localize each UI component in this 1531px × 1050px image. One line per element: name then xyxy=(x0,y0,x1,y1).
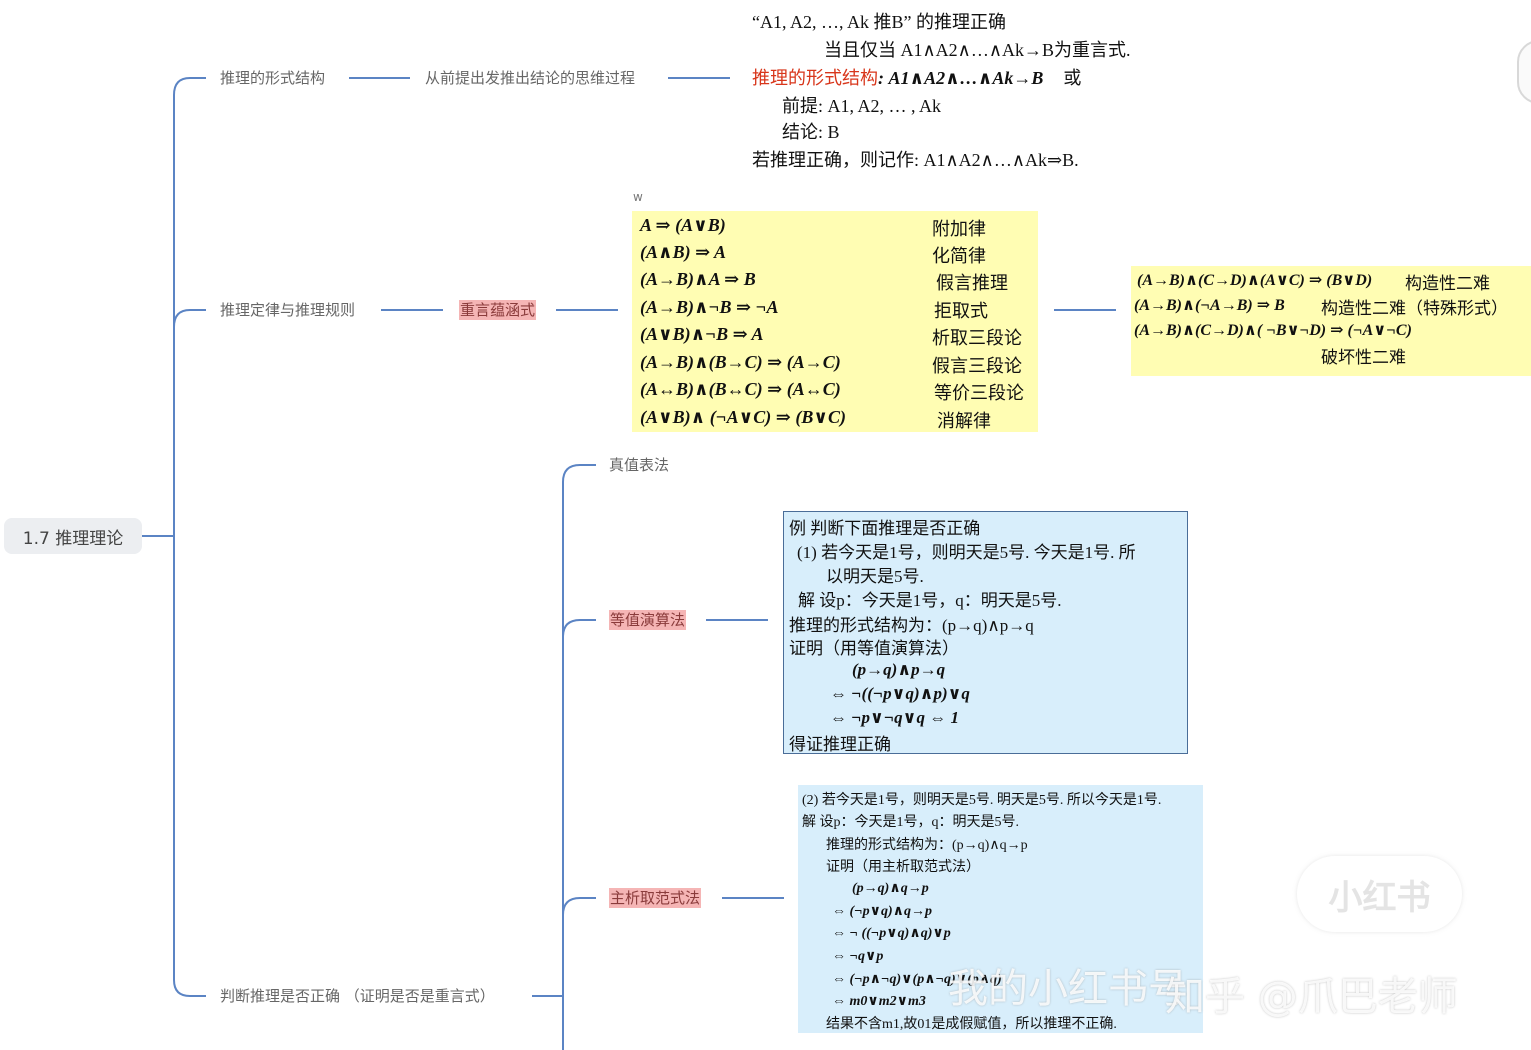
note-or: 或 xyxy=(1063,68,1082,88)
branch-judge-reasoning[interactable]: 判断推理是否正确 （证明是否是重言式） xyxy=(220,987,495,1005)
law-formula: (A∨B)∧¬B ⇒ A xyxy=(640,324,764,344)
example-line: 推理的形式结构为：(p→q)∧p→q xyxy=(789,616,1034,635)
law-formula: (A∨B)∧ (¬A∨C) ⇒ (B∨C) xyxy=(640,407,846,427)
note-line: 推理的形式结构: A1∧A2∧…∧Ak→B 或 xyxy=(752,64,1081,90)
example-line: ⇔ (¬p∨q)∧q→p xyxy=(832,904,933,919)
node-thinking-process[interactable]: 从前提出发推出结论的思维过程 xyxy=(425,69,636,87)
example-line: 证明（用等值演算法） xyxy=(789,639,959,658)
note-line: “A1, A2, …, Ak 推B” 的推理正确 xyxy=(752,12,1006,32)
law-name: 假言推理 xyxy=(936,273,1008,293)
law-name: 等价三段论 xyxy=(934,383,1024,403)
node-truth-table[interactable]: 真值表法 xyxy=(609,456,670,474)
example-line: 推理的形式结构为：(p→q)∧q→p xyxy=(826,838,1028,853)
example-line: 结果不含m1,故01是成假赋值，所以推理不正确. xyxy=(826,1017,1117,1032)
example-line: 例 判断下面推理是否正确 xyxy=(789,519,981,538)
law-name: 附加律 xyxy=(932,219,986,239)
dilemma-formula: (A→B)∧(¬A→B) ⇒ B xyxy=(1134,297,1285,314)
law-name: 拒取式 xyxy=(934,301,988,321)
example-line: ⇔ ¬p∨¬q∨q ⇔ 1 xyxy=(830,708,959,727)
watermark-text: 知乎 @爪巴老师 xyxy=(1165,974,1458,1020)
law-name: 消解律 xyxy=(937,411,991,431)
example-line: 解 设p：今天是1号，q：明天是5号. xyxy=(802,815,1019,830)
inference-laws-box: A ⇒ (A∨B) 附加律 (A∧B) ⇒ A 化简律 (A→B)∧A ⇒ B … xyxy=(632,211,1038,432)
note-red-term: 推理的形式结构 xyxy=(752,68,878,88)
node-principal-dnf[interactable]: 主析取范式法 xyxy=(609,888,702,908)
dilemma-name: 构造性二难 xyxy=(1405,274,1490,293)
dilemma-name: 构造性二难（特殊形式） xyxy=(1321,299,1508,318)
example-line: (2) 若今天是1号，则明天是5号. 明天是5号. 所以今天是1号. xyxy=(802,793,1162,808)
dilemma-formula: (A→B)∧(C→D)∧( ¬B∨¬D) ⇒ (¬A∨¬C) xyxy=(1134,322,1412,339)
law-name: 假言三段论 xyxy=(932,356,1022,376)
law-formula: (A→B)∧A ⇒ B xyxy=(640,269,756,289)
small-label: w xyxy=(633,190,643,204)
law-formula: (A→B)∧(B→C) ⇒ (A→C) xyxy=(640,352,841,372)
example-line: ⇔ ¬ ((¬p∨q)∧q)∨p xyxy=(832,926,951,941)
form-structure-note: “A1, A2, …, Ak 推B” 的推理正确 当且仅当 A1∧A2∧…∧Ak… xyxy=(752,6,1152,176)
dilemma-box: (A→B)∧(C→D)∧(A∨C) ⇒ (B∨D) 构造性二难 (A→B)∧(¬… xyxy=(1131,266,1531,376)
example-line: (p→q)∧p→q xyxy=(852,660,946,679)
dilemma-formula: (A→B)∧(C→D)∧(A∨C) ⇒ (B∨D) xyxy=(1137,272,1373,289)
example-line: (1) 若今天是1号，则明天是5号. 今天是1号. 所 xyxy=(797,543,1136,562)
example-line: ⇔ ¬((¬p∨q)∧p)∨q xyxy=(830,684,970,703)
law-formula: (A→B)∧¬B ⇒ ¬A xyxy=(640,297,779,317)
node-tautological-implication[interactable]: 重言蕴涵式 xyxy=(459,300,537,320)
law-formula: A ⇒ (A∨B) xyxy=(640,215,726,235)
note-formula: : A1∧A2∧…∧Ak→B xyxy=(878,68,1044,88)
note-line: 前提: A1, A2, … , Ak xyxy=(782,96,942,116)
branch-laws-rules[interactable]: 推理定律与推理规则 xyxy=(220,301,356,319)
dilemma-name: 破坏性二难 xyxy=(1321,348,1406,367)
example-line: 得证推理正确 xyxy=(789,735,891,754)
note-line: 若推理正确，则记作: A1∧A2∧…∧Ak⇒B. xyxy=(752,150,1079,170)
node-equivalence-calculus[interactable]: 等值演算法 xyxy=(609,610,687,630)
watermark-logo: 小红书 xyxy=(1297,856,1462,932)
example-line: ⇔ ¬q∨p xyxy=(832,949,884,964)
example-line: 以明天是5号. xyxy=(826,567,924,586)
example1-box: 例 判断下面推理是否正确 (1) 若今天是1号，则明天是5号. 今天是1号. 所… xyxy=(783,511,1188,754)
note-line: 结论: B xyxy=(782,122,840,142)
example-line: 证明（用主析取范式法） xyxy=(826,860,980,875)
law-name: 化简律 xyxy=(932,246,986,266)
law-formula: (A∧B) ⇒ A xyxy=(640,242,727,262)
example-line: 解 设p：今天是1号，q：明天是5号. xyxy=(798,591,1062,610)
example-line: ⇔ (¬p∧¬q)∨(p∧¬q)∨(p∧q) xyxy=(832,972,1002,987)
law-name: 析取三段论 xyxy=(932,328,1022,348)
root-node[interactable]: 1.7 推理理论 xyxy=(4,518,142,554)
example-line: ⇔ m0∨m2∨m3 xyxy=(832,994,926,1009)
branch-form-structure[interactable]: 推理的形式结构 xyxy=(220,69,326,87)
note-line: 当且仅当 A1∧A2∧…∧Ak→B为重言式. xyxy=(824,40,1131,60)
watermark-text: 我的小红书号 xyxy=(948,966,1188,1012)
example2-box: (2) 若今天是1号，则明天是5号. 明天是5号. 所以今天是1号. 解 设p：… xyxy=(798,785,1203,1033)
law-formula: (A↔B)∧(B↔C) ⇒ (A↔C) xyxy=(640,379,841,399)
example-line: (p→q)∧q→p xyxy=(852,881,929,896)
